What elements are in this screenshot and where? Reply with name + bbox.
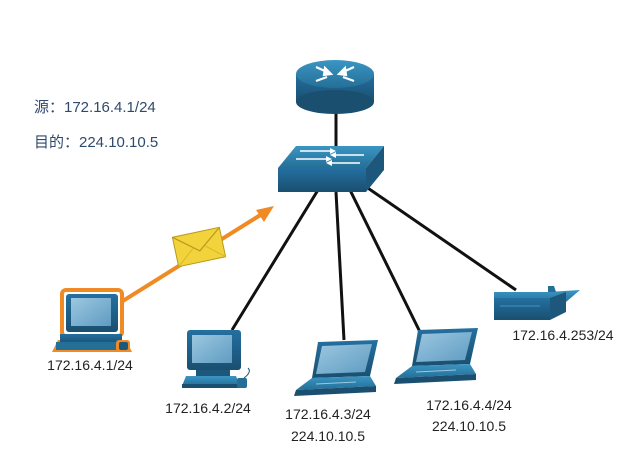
envelope-icon xyxy=(171,226,227,268)
link-switch-laptop4 xyxy=(348,189,422,333)
laptop3-multicast-label: 224.10.10.5 xyxy=(291,428,365,444)
laptop3-ip-label: 172.16.4.3/24 xyxy=(285,406,371,422)
laptop4-multicast-label: 224.10.10.5 xyxy=(432,418,506,434)
laptop4-ip-label: 172.16.4.4/24 xyxy=(426,397,512,413)
laptop4-icon xyxy=(394,328,478,384)
network-links xyxy=(230,110,517,341)
sender-pc-icon xyxy=(52,288,132,352)
source-address-label: 源：172.16.4.1/24 xyxy=(34,99,156,116)
sender-pc-ip-label: 172.16.4.1/24 xyxy=(47,357,133,373)
link-switch-pc2 xyxy=(230,189,320,331)
destination-address-label: 目的：224.10.10.5 xyxy=(34,134,159,151)
link-switch-laptop3 xyxy=(334,191,346,341)
printer-ip-label: 172.16.4.253/24 xyxy=(512,327,614,343)
laptop3-icon xyxy=(294,340,378,396)
pc2-ip-label: 172.16.4.2/24 xyxy=(165,400,251,416)
router-icon xyxy=(296,60,374,114)
pc2-icon xyxy=(182,330,250,388)
switch-icon xyxy=(278,146,384,192)
printer-icon xyxy=(494,286,580,320)
link-switch-printer xyxy=(361,182,517,292)
